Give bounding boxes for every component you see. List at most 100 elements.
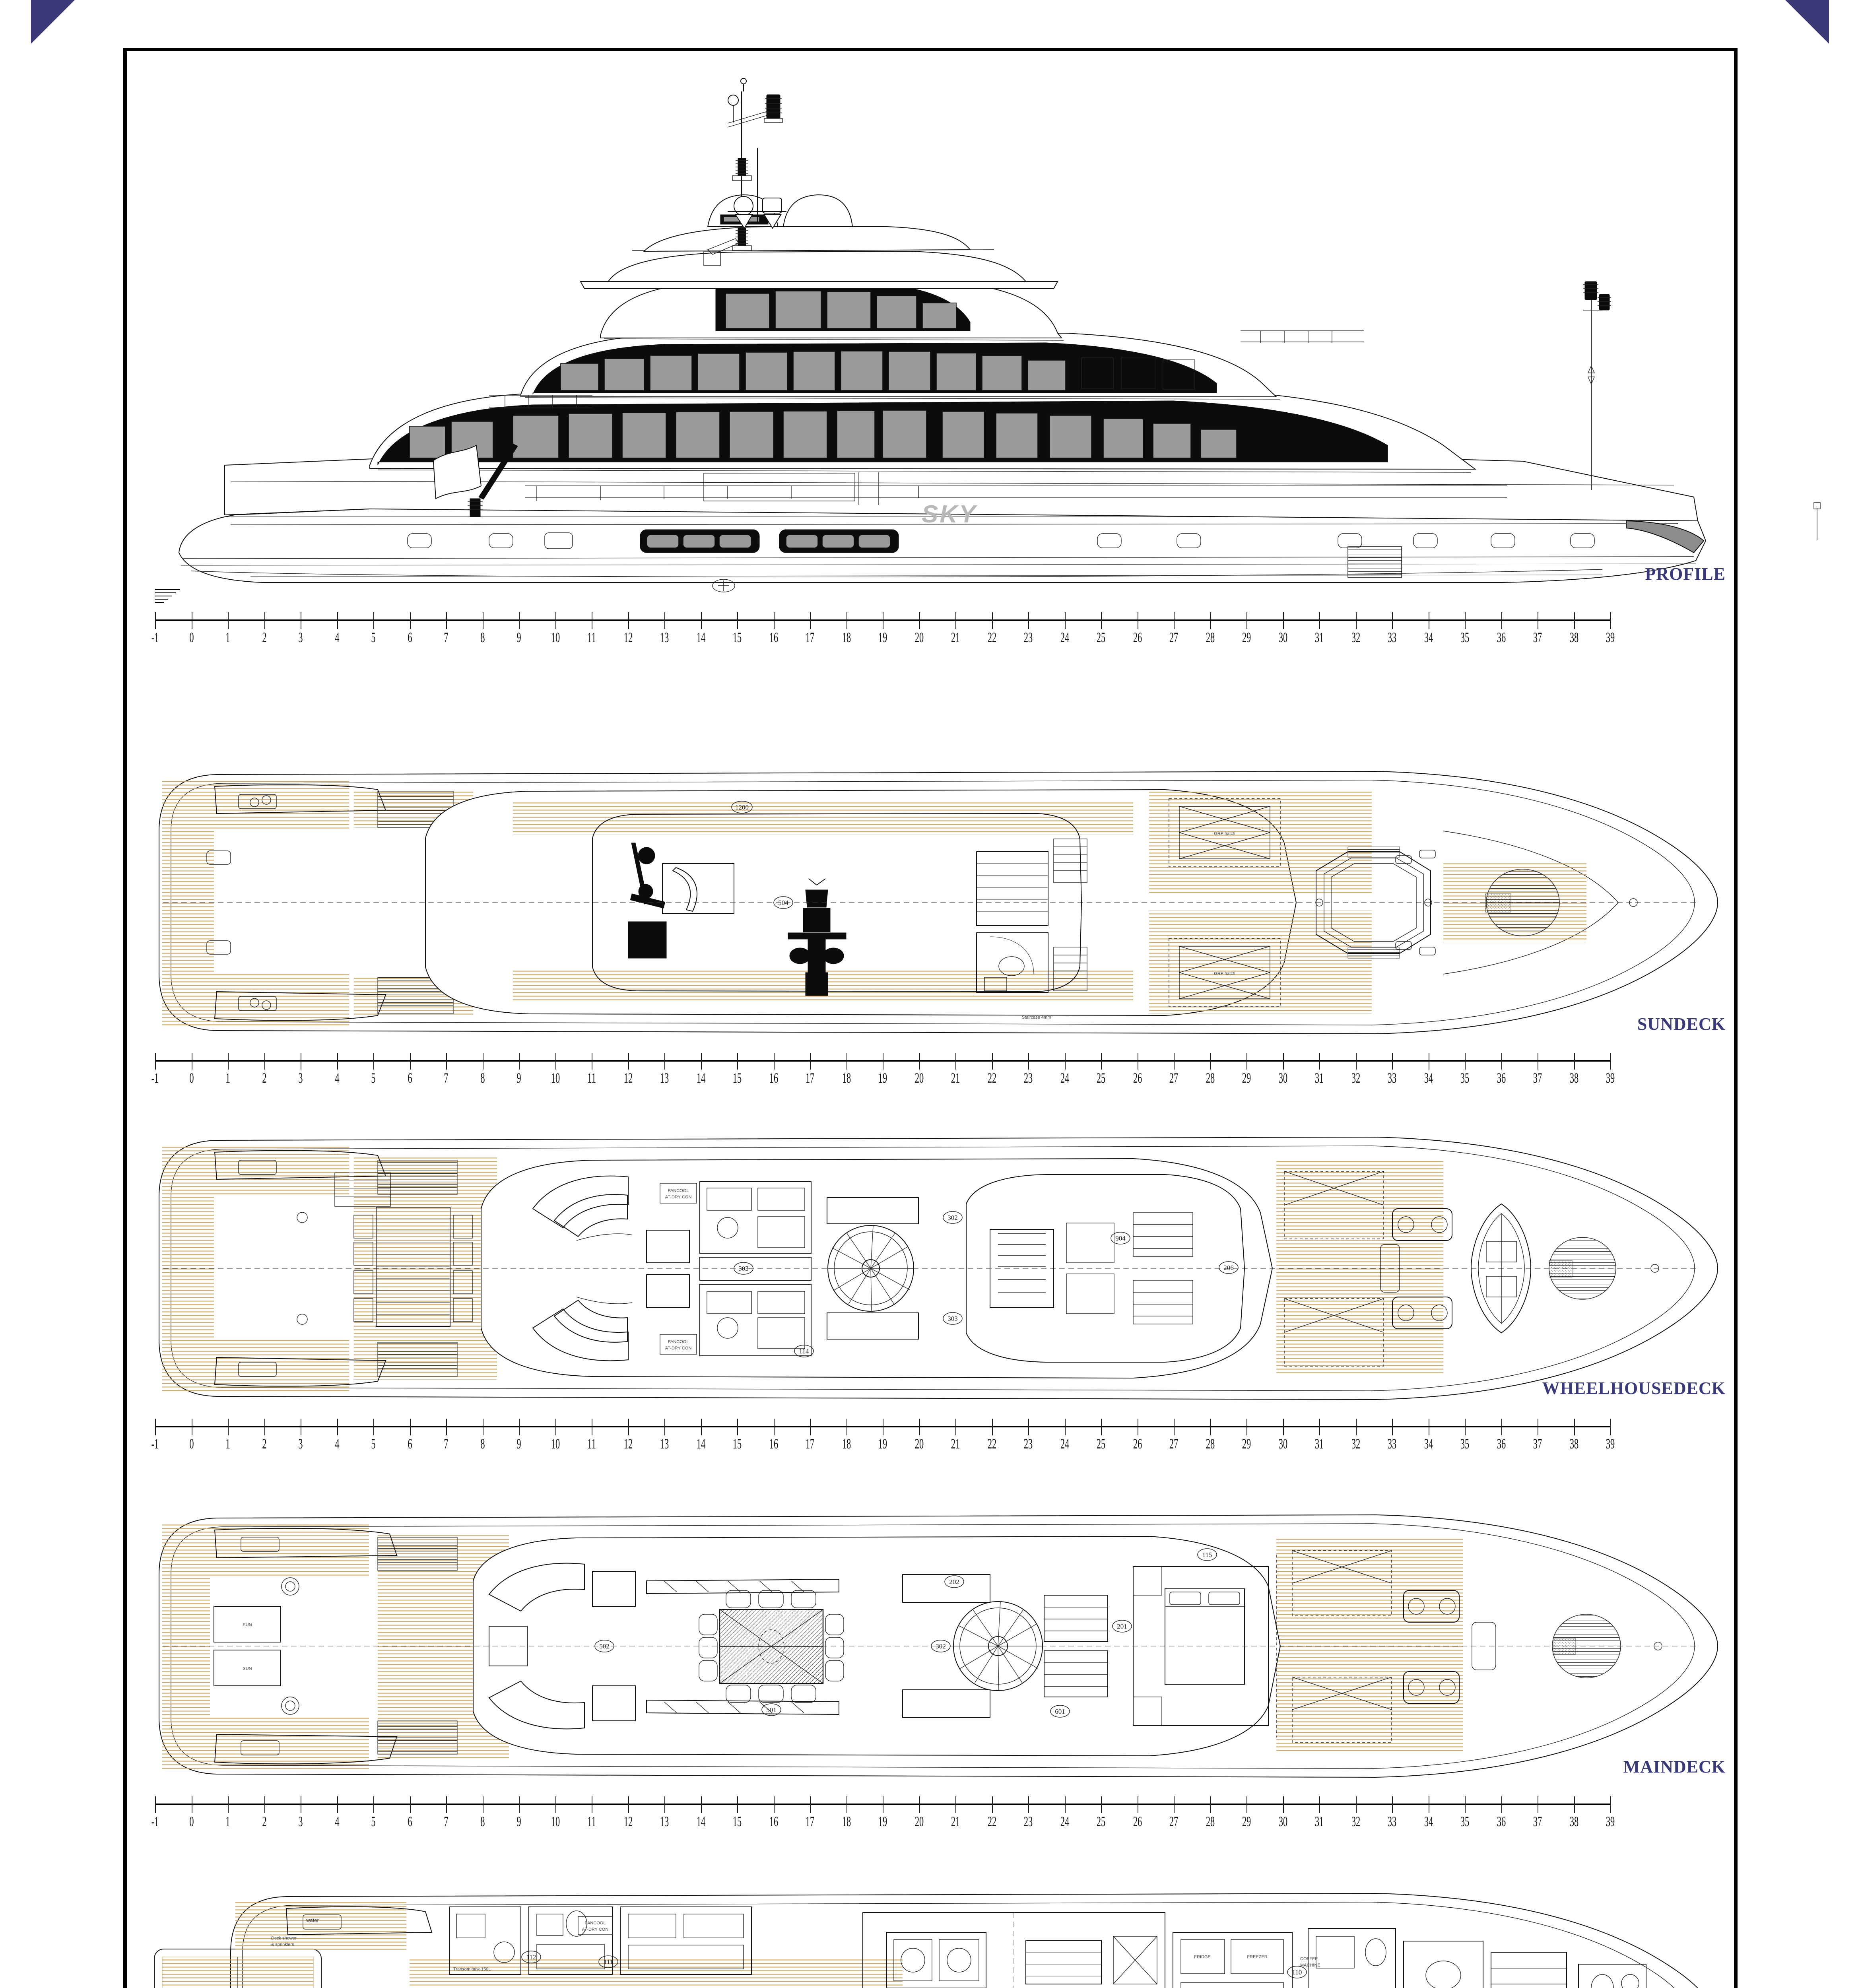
scale-tick-label: 30	[1278, 1070, 1287, 1086]
svg-text:PANCOOL: PANCOOL	[668, 1188, 689, 1193]
scale-tick-label: 0	[189, 1436, 194, 1452]
svg-text:1200: 1200	[735, 804, 749, 811]
scale-tick	[773, 1796, 775, 1813]
scale-tick-label: 13	[660, 1070, 669, 1086]
scale-tick	[1319, 1053, 1320, 1070]
corner-marker-top-left	[31, 0, 75, 44]
scale-tick-label: 12	[623, 1813, 633, 1829]
scale-tick-label: 15	[732, 629, 742, 645]
scale-tick-label: 24	[1060, 1813, 1069, 1829]
corner-marker-top-right	[1785, 0, 1829, 44]
scale-tick-label: 13	[660, 629, 669, 645]
ld-aft-teak	[235, 1901, 903, 1988]
profile-stern-steps	[1347, 546, 1402, 578]
scale-tick	[1028, 1419, 1029, 1435]
scale-tick-label: 24	[1060, 629, 1069, 645]
ld-aft-structures: water Deck shower & sprinklers Shore con…	[271, 1906, 433, 1947]
scale-tick	[664, 1796, 665, 1813]
scale-tick-label: 39	[1606, 1813, 1615, 1829]
scale-tick-label: 35	[1460, 1070, 1470, 1086]
scale-tick-label: 31	[1314, 1436, 1324, 1452]
scale-tick	[337, 1419, 338, 1435]
sundeck-jacuzzi	[1315, 846, 1432, 959]
ld-engine-room	[862, 1912, 1165, 1988]
svg-text:PANCOOL: PANCOOL	[585, 1921, 606, 1926]
scale-tick-label: 18	[842, 1813, 851, 1829]
svg-text:302: 302	[947, 1214, 958, 1221]
whd-service-block	[699, 1181, 812, 1356]
scale-tick	[373, 1419, 374, 1435]
scale-tick-label: 2	[262, 1813, 267, 1829]
scale-tick-label: 28	[1206, 1813, 1215, 1829]
scale-tick-label: 36	[1497, 1813, 1506, 1829]
scale-tick-label: 3	[298, 1436, 303, 1452]
svg-text:504: 504	[778, 899, 788, 907]
scale-tick-label: 6	[407, 1070, 412, 1086]
scale-tick	[664, 1053, 665, 1070]
scale-tick	[1465, 1419, 1466, 1435]
scale-tick-label: 6	[407, 1436, 412, 1452]
scale-tick	[992, 1419, 993, 1435]
scale-tick	[1064, 1796, 1066, 1813]
scale-tick	[701, 1419, 702, 1435]
scale-tick-label: 30	[1278, 1436, 1287, 1452]
scale-tick	[1246, 1419, 1247, 1435]
scale-tick	[1319, 612, 1320, 629]
scale-tick	[1392, 1796, 1393, 1813]
scale-tick	[373, 612, 374, 629]
scale-tick-label: 8	[480, 1813, 485, 1829]
scale-tick-label: 15	[732, 1436, 742, 1452]
scale-tick	[1283, 1796, 1284, 1813]
scale-tick-label: 25	[1096, 1813, 1106, 1829]
wheelhousedeck-drawing: 303 302 303 904 206 114 PANCOOL AT-DRY C…	[159, 1136, 1718, 1400]
scale-tick	[701, 1796, 702, 1813]
scale-tick-label: -1	[151, 629, 159, 645]
scale-tick	[555, 1419, 556, 1435]
svg-text:303: 303	[947, 1315, 958, 1322]
scale-tick-label: 9	[516, 1070, 521, 1086]
sundeck-deck-fittings	[1395, 850, 1436, 955]
scale-tick-label: 27	[1169, 1813, 1179, 1829]
sundeck-gym-equipment	[628, 843, 847, 996]
scale-tick	[628, 1796, 629, 1813]
svg-text:Deck shower: Deck shower	[271, 1936, 297, 1941]
svg-text:110: 110	[1292, 1969, 1302, 1976]
profile-maindeck-glass	[409, 410, 1237, 458]
view-wheelhousedeck: 303 302 303 904 206 114 PANCOOL AT-DRY C…	[131, 1077, 1730, 1459]
scale-tick	[446, 1796, 447, 1813]
svg-text:Transom tank 150L: Transom tank 150L	[453, 1967, 491, 1972]
scale-tick-label: 0	[189, 629, 194, 645]
scale-tick	[555, 1053, 556, 1070]
svg-text:201: 201	[1117, 1623, 1127, 1630]
scale-tick	[337, 1796, 338, 1813]
scale-tick-label: 25	[1096, 1436, 1106, 1452]
scale-tick	[773, 1419, 775, 1435]
profile-drawing: SKY	[178, 78, 1821, 592]
svg-text:601: 601	[1055, 1708, 1065, 1715]
scale-tick	[1610, 612, 1611, 629]
scale-tick	[1064, 1053, 1066, 1070]
scale-tick-label: 15	[732, 1813, 742, 1829]
scale-tick	[955, 1053, 956, 1070]
scale-tick-label: 14	[696, 629, 705, 645]
scale-tick	[1319, 1419, 1320, 1435]
svg-text:SUN: SUN	[243, 1666, 252, 1671]
scale-tick-label: 37	[1533, 1436, 1542, 1452]
scale-tick-label: 39	[1606, 1070, 1615, 1086]
scale-tick-label: 20	[914, 629, 924, 645]
scale-tick-label: 8	[480, 1070, 485, 1086]
scale-tick-label: 22	[987, 1436, 996, 1452]
scale-tick	[155, 612, 156, 629]
scale-tick	[155, 1796, 156, 1813]
svg-text:AT-DRY CON: AT-DRY CON	[665, 1195, 692, 1200]
scale-tick-label: 5	[371, 1813, 376, 1829]
scale-tick	[1210, 612, 1211, 629]
scale-tick	[446, 612, 447, 629]
scale-tick-label: 33	[1387, 1436, 1397, 1452]
scale-tick-label: 35	[1460, 1436, 1470, 1452]
scale-tick	[1246, 1796, 1247, 1813]
